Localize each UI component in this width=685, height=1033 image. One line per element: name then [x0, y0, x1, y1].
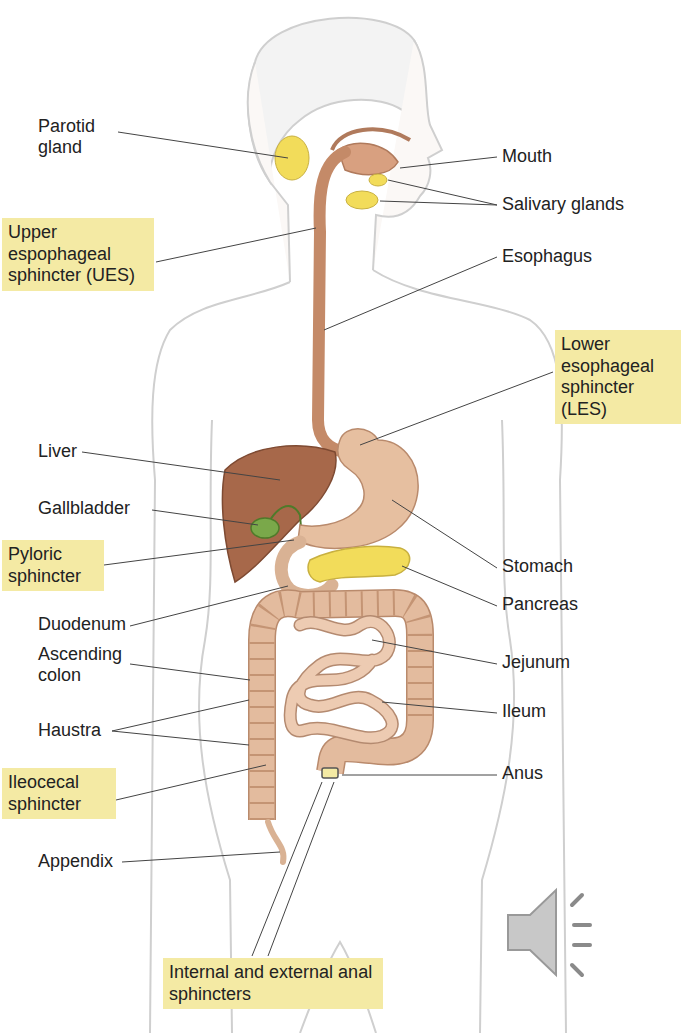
organ-label: Salivary glands — [502, 194, 624, 215]
organ-label: Parotid gland — [38, 116, 118, 157]
small-intestine — [290, 622, 392, 738]
torso-outline — [199, 420, 514, 1033]
leader-lines — [402, 566, 497, 606]
sphincter-label: Upper espophageal sphincter (UES) — [8, 222, 148, 287]
organ-label: Ascending colon — [38, 644, 134, 685]
leader-lines — [122, 852, 280, 862]
leader-lines — [118, 132, 288, 158]
leader-lines — [400, 157, 497, 168]
sphincter-box: Upper espophageal sphincter (UES) — [2, 218, 154, 291]
gallbladder — [251, 518, 279, 538]
leader-lines — [252, 782, 334, 956]
leader-lines — [112, 700, 249, 745]
organ-label: Appendix — [38, 851, 113, 872]
leader-lines — [342, 775, 497, 776]
speaker-icon — [508, 890, 590, 975]
sphincter-label: Internal and external anal sphincters — [169, 962, 377, 1005]
leader-lines — [156, 228, 316, 262]
small-intestine — [290, 622, 392, 738]
body-silhouette — [150, 18, 566, 1033]
leader-lines — [380, 180, 497, 205]
sphincter-box: Internal and external anal sphincters — [163, 958, 383, 1009]
salivary-gland — [346, 191, 378, 209]
leader-lines — [392, 500, 497, 568]
leader-lines — [130, 664, 250, 680]
organ-label: Stomach — [502, 556, 573, 577]
leader-lines — [372, 640, 497, 664]
haustra-folds — [262, 603, 420, 820]
organ-label: Jejunum — [502, 652, 570, 673]
sphincter-label: Pyloric sphincter — [8, 544, 98, 587]
leader-lines — [82, 452, 280, 480]
leader-lines — [324, 257, 497, 330]
leader-lines — [382, 702, 497, 713]
organ-label: Esophagus — [502, 246, 592, 267]
leader-lines — [116, 765, 266, 800]
salivary-gland — [369, 174, 387, 186]
pancreas — [308, 546, 410, 582]
speaker-icon — [508, 890, 556, 975]
head-outline — [248, 40, 442, 282]
large-intestine — [262, 603, 420, 862]
colon — [262, 603, 420, 820]
parotid-gland — [275, 136, 309, 180]
organ-label: Duodenum — [38, 614, 126, 635]
sphincter-box: Ileocecal sphincter — [2, 768, 116, 819]
organ-label: Pancreas — [502, 594, 578, 615]
organ-label: Ileum — [502, 701, 546, 722]
organ-label: Gallbladder — [38, 498, 130, 519]
colon — [262, 603, 420, 820]
stomach — [298, 429, 418, 549]
leader-lines — [130, 586, 288, 626]
organ-label: Liver — [38, 441, 77, 462]
leader-lines — [104, 540, 294, 565]
organ-label: Mouth — [502, 146, 552, 167]
esophagus — [318, 152, 346, 452]
small-intestine — [290, 622, 392, 738]
sound-wave — [572, 895, 590, 975]
sphincter-label: Ileocecal sphincter — [8, 772, 110, 815]
leader-lines — [152, 510, 258, 525]
organ-label: Haustra — [38, 720, 101, 741]
sphincter-box: Pyloric sphincter — [2, 540, 104, 591]
sphincter-label: Lower esophageal sphincter (LES) — [561, 334, 675, 420]
leader-lines — [360, 372, 553, 445]
anal-sphincter — [322, 768, 338, 778]
organ-label: Anus — [502, 763, 543, 784]
sphincter-box: Lower esophageal sphincter (LES) — [555, 330, 681, 424]
appendix — [268, 822, 283, 862]
body-outline — [150, 270, 566, 1033]
